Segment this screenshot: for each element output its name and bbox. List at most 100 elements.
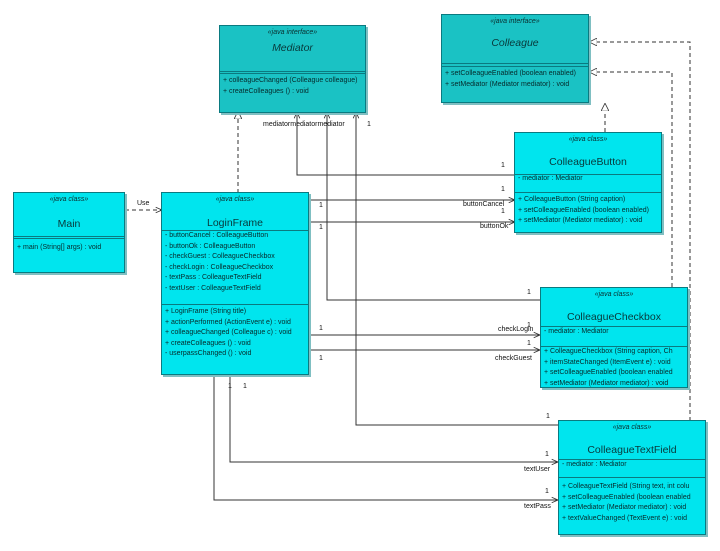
separator [14, 236, 124, 237]
class-colleague-button[interactable]: «java class» ColleagueButton - mediator … [514, 132, 662, 233]
separator [541, 346, 687, 347]
separator [442, 63, 588, 64]
textfield-multiplicity-1: 1 [545, 451, 549, 458]
checkbox-multiplicity-1: 1 [527, 322, 531, 329]
operation: + setColleagueEnabled (boolean enabled) [445, 70, 576, 77]
stereotype-label: «java interface» [267, 29, 318, 36]
operation: + ColleagueButton (String caption) [518, 196, 626, 203]
class-colleague[interactable]: «java interface» Colleague + setColleagu… [441, 14, 589, 103]
attribute: - textPass : ColleagueTextField [165, 274, 262, 281]
class-name: ColleagueTextField [587, 444, 677, 456]
separator [14, 238, 124, 239]
loginframe-multiplicity-4: 1 [319, 355, 323, 362]
loginframe-multiplicity-1: 1 [319, 202, 323, 209]
loginframe-textuser-association [229, 376, 558, 462]
class-name: ColleagueButton [549, 156, 627, 168]
separator [559, 477, 705, 478]
stereotype-label: «java class» [568, 136, 608, 143]
operation: + ColleagueCheckbox (String caption, Ch [544, 348, 673, 355]
operation: + textValueChanged (TextEvent e) : void [562, 514, 687, 522]
textfield-mediator-association [356, 112, 558, 426]
attribute: - mediator : Mediator [544, 328, 609, 335]
operations-list: + LoginFrame (String title) + actionPerf… [165, 307, 308, 360]
text-user-role: textUser [524, 466, 551, 473]
loginframe-multiplicity-2: 1 [319, 224, 323, 231]
checkbox-multiplicity-2: 1 [527, 340, 531, 347]
class-name: Colleague [491, 37, 539, 49]
attributes-list: - mediator : Mediator [518, 174, 661, 185]
button-multiplicity-1: 1 [501, 186, 505, 193]
separator [559, 459, 705, 460]
operations-list: + ColleagueCheckbox (String caption, Ch … [544, 347, 687, 387]
class-main[interactable]: «java class» Main + main (String[] args)… [13, 192, 125, 273]
class-colleague-textfield[interactable]: «java class» ColleagueTextField - mediat… [558, 420, 706, 535]
stereotype-label: «java class» [612, 424, 652, 431]
operation: + createColleagues () : void [165, 339, 251, 347]
operations-list: + ColleagueButton (String caption) + set… [518, 195, 661, 227]
loginframe-textpass-association [213, 376, 558, 500]
loginframe-bottom-multiplicity-1: 1 [228, 383, 232, 390]
stereotype-label: «java class» [215, 196, 255, 203]
class-name: ColleagueCheckbox [567, 311, 661, 323]
operation: + main (String[] args) : void [17, 244, 102, 251]
class-mediator[interactable]: «java interface» Mediator + colleagueCha… [219, 25, 366, 113]
class-colleague-checkbox[interactable]: «java class» ColleagueCheckbox - mediato… [540, 287, 688, 388]
separator [162, 304, 308, 305]
checkbox-realizes-colleague [590, 72, 673, 287]
use-label: Use [137, 200, 150, 207]
operation: + setMediator (Mediator mediator) : void [544, 379, 669, 387]
separator [541, 326, 687, 327]
attribute: - buttonCancel : ColleagueButton [165, 232, 269, 239]
operation: + actionPerformed (ActionEvent e) : void [165, 318, 291, 326]
text-pass-role: textPass [524, 503, 551, 510]
operation: + colleagueChanged (Colleague c) : void [165, 329, 292, 336]
attribute: - buttonOk : ColleagueButton [165, 242, 256, 250]
separator [162, 230, 308, 231]
attributes-list: - mediator : Mediator [562, 460, 705, 471]
textfield-multiplicity-2: 1 [545, 488, 549, 495]
class-name: Main [57, 218, 81, 230]
class-name: Mediator [272, 42, 313, 54]
mediator-multiplicity: 1 [367, 121, 371, 128]
attributes-list: - mediator : Mediator [544, 327, 687, 338]
class-name: LoginFrame [206, 217, 264, 229]
operations-list: + setColleagueEnabled (boolean enabled) … [445, 69, 588, 90]
operation: + setColleagueEnabled (boolean enabled) [518, 206, 649, 214]
stereotype-label: «java interface» [490, 18, 540, 25]
button-cancel-role: buttonCancel [463, 201, 505, 208]
mediator-role-labels: mediatormediatormediator [263, 121, 345, 128]
operation: + itemStateChanged (ItemEvent e) : void [544, 358, 671, 366]
separator [515, 192, 661, 193]
operation: + setMediator (Mediator mediator) : void [518, 217, 643, 224]
separator [515, 174, 661, 175]
loginframe-multiplicity-3: 1 [319, 325, 323, 332]
operation: + setMediator (Mediator mediator) : void [445, 80, 570, 88]
operation: + colleagueChanged (Colleague colleague) [223, 77, 358, 84]
check-login-role: checkLogin [498, 326, 534, 333]
operation: + createColleagues () : void [223, 87, 309, 95]
separator [442, 66, 588, 67]
button-mediator-association [297, 112, 515, 176]
operation: + setMediator (Mediator mediator) : void [562, 504, 687, 511]
operation: - userpassChanged () : void [165, 350, 252, 357]
stereotype-label: «java class» [594, 291, 634, 298]
operations-list: + colleagueChanged (Colleague colleague)… [223, 76, 365, 97]
attribute: - textUser : ColleagueTextField [165, 284, 261, 292]
attribute: - mediator : Mediator [518, 175, 583, 182]
attribute: - checkLogin : ColleagueCheckbox [165, 263, 274, 271]
textfield-realizes-colleague [590, 42, 691, 421]
check-guest-role: checkGuest [495, 355, 532, 362]
button-ok-role: buttonOk [480, 223, 509, 230]
attribute: - checkGuest : ColleagueCheckbox [165, 253, 275, 260]
class-login-frame[interactable]: «java class» LoginFrame - buttonCancel :… [161, 192, 309, 375]
separator [220, 71, 365, 72]
attribute: - mediator : Mediator [562, 461, 627, 468]
button-multiplicity-2: 1 [501, 208, 505, 215]
operations-list: + ColleagueTextField (String text, int c… [562, 482, 705, 524]
operation: + setColleagueEnabled (boolean enabled [562, 493, 691, 501]
checkbox-mediator-association [327, 112, 540, 301]
checkbox-multiplicity-top: 1 [527, 289, 531, 296]
operation: + ColleagueTextField (String text, int c… [562, 483, 690, 490]
operation: + setColleagueEnabled (boolean enabled [544, 369, 673, 376]
